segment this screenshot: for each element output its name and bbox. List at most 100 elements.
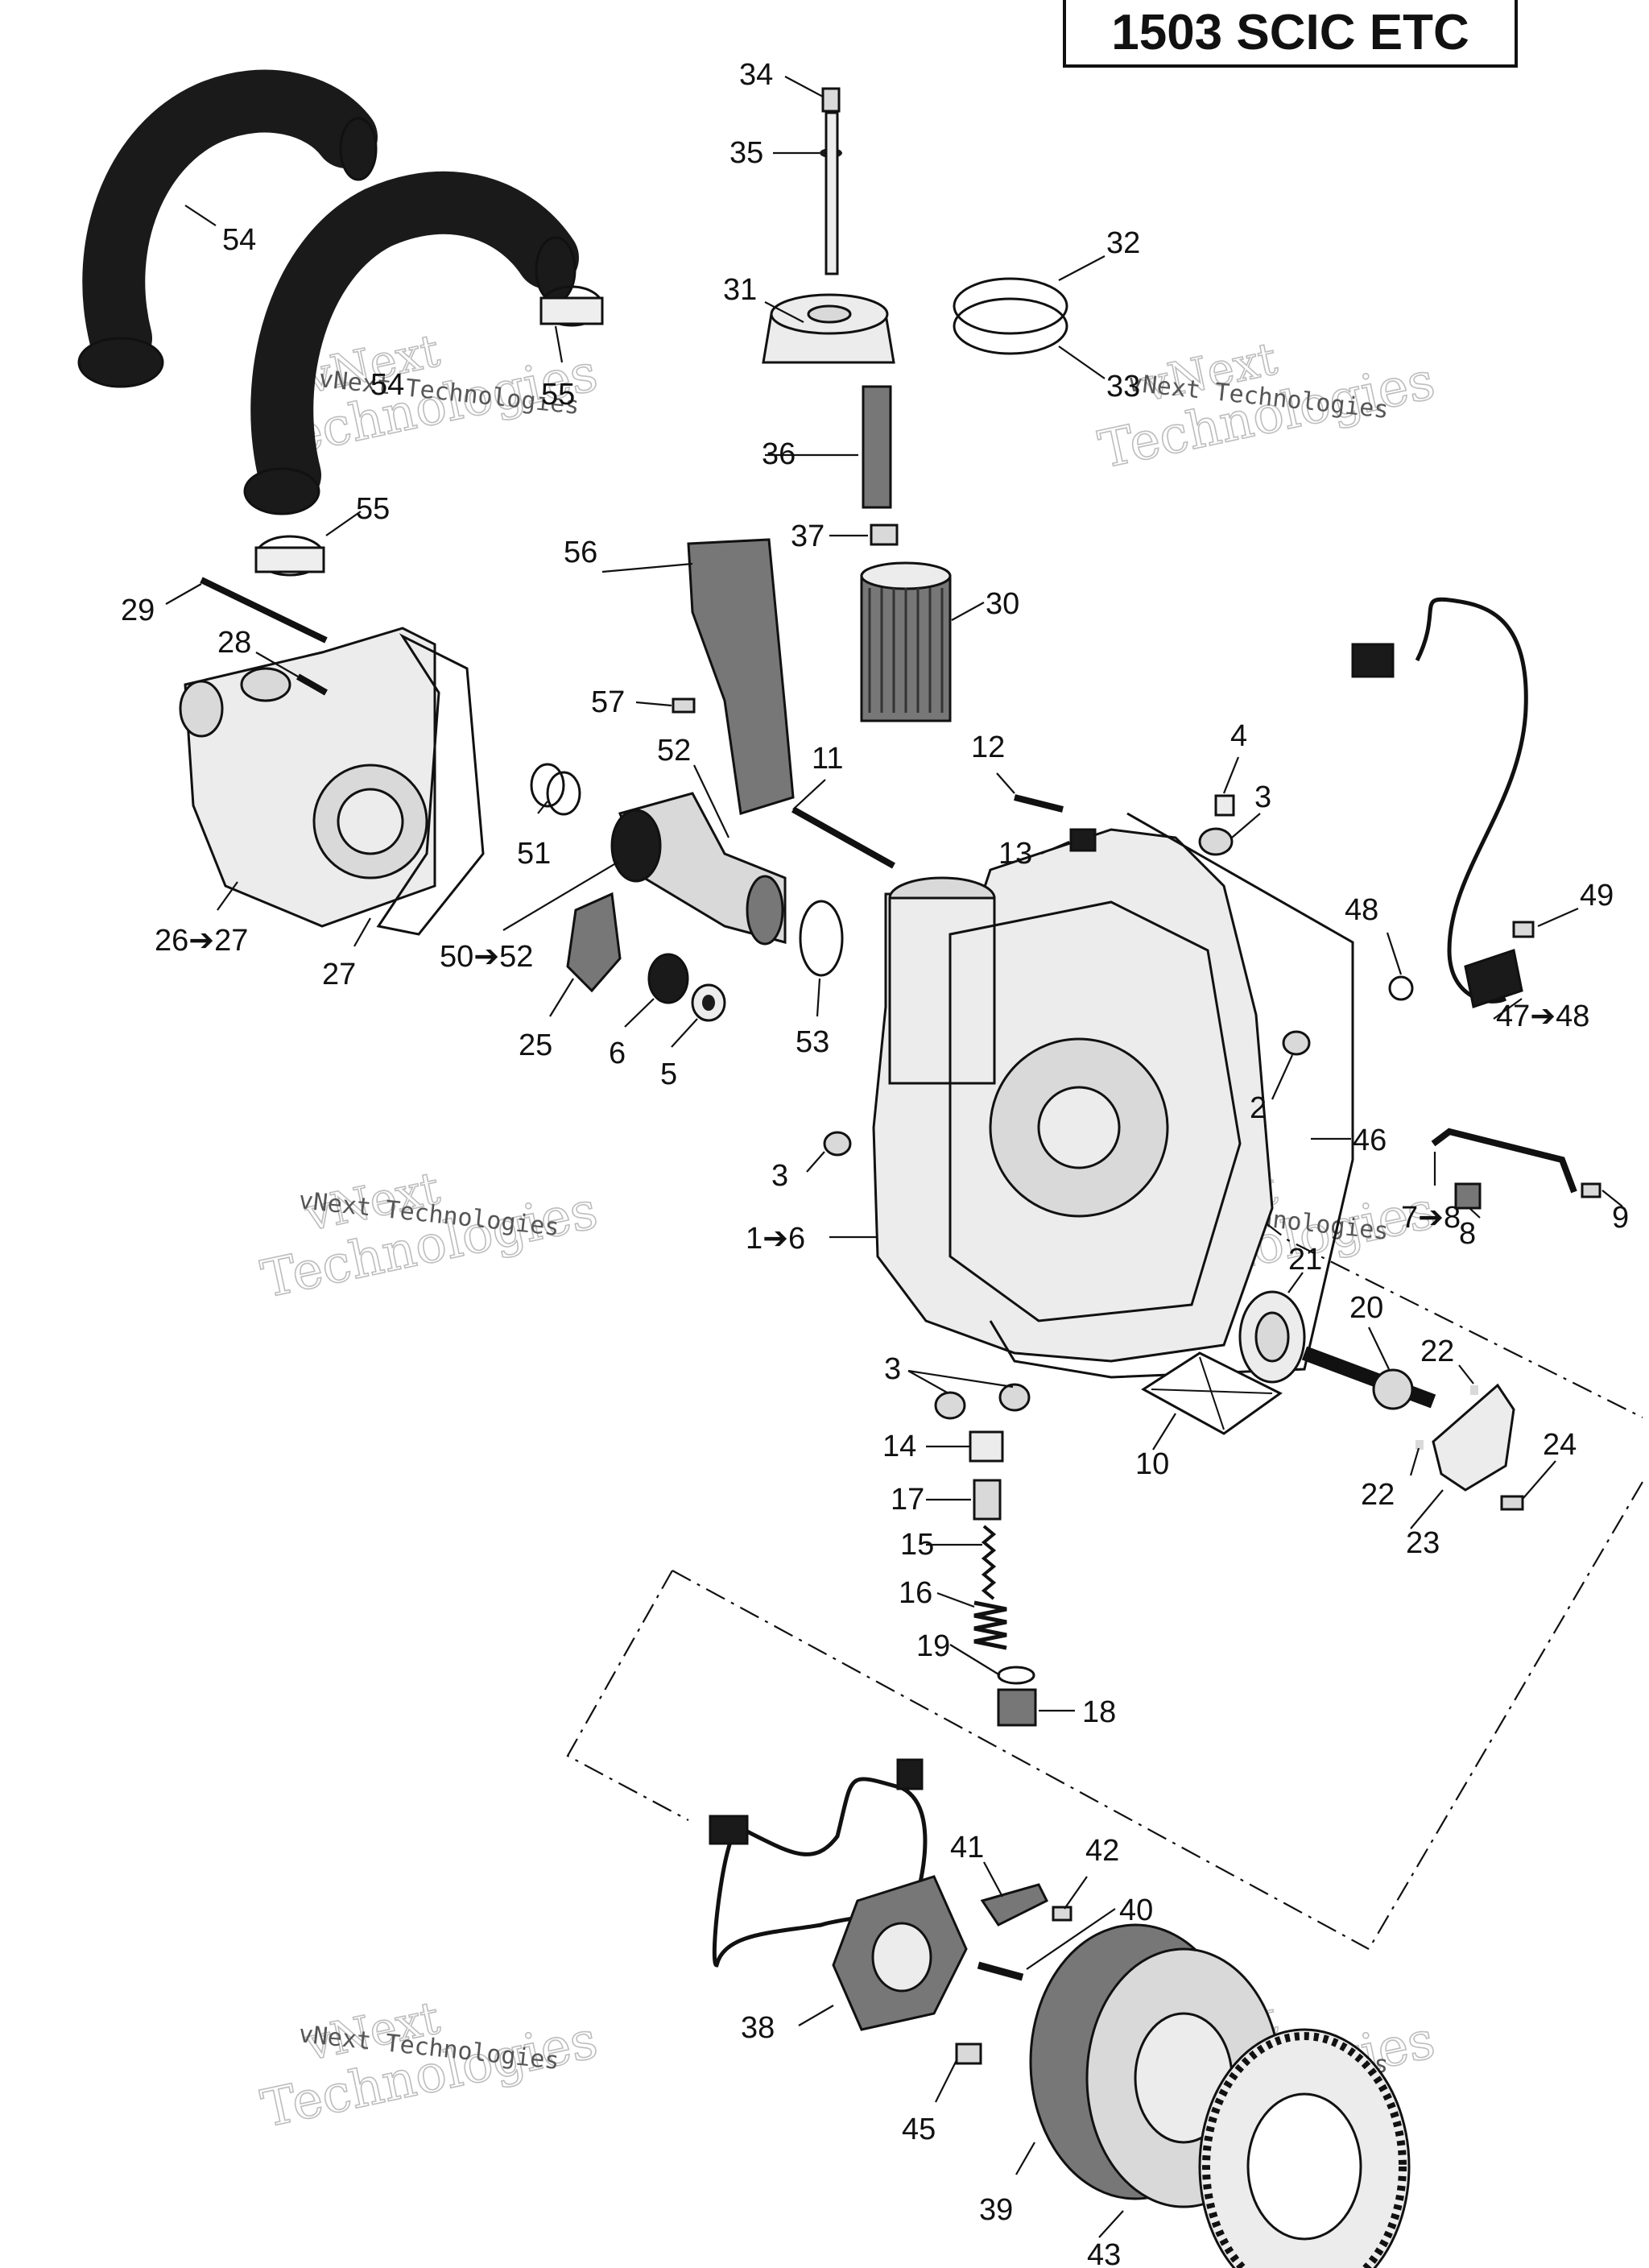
callout-19: 19	[916, 1629, 950, 1663]
callout-35: 35	[729, 136, 763, 170]
plug-18	[997, 1688, 1037, 1727]
callout-40: 40	[1119, 1893, 1153, 1927]
callout-54-left: 54	[222, 223, 256, 257]
pins-22	[1415, 1385, 1478, 1450]
assembly-dash-lines	[566, 1034, 1643, 1950]
callout-41: 41	[950, 1831, 984, 1864]
callout-48: 48	[1345, 893, 1378, 927]
gasket-46	[989, 812, 1354, 1379]
callout-18: 18	[1082, 1695, 1116, 1729]
diagram-title: 1503 SCIC ETC	[1063, 0, 1518, 68]
plug-4	[1214, 794, 1235, 817]
callout-14: 14	[882, 1430, 916, 1463]
sensor-47	[1351, 597, 1528, 1008]
shaft-rod	[824, 111, 839, 275]
callout-21: 21	[1288, 1243, 1322, 1277]
callout-49: 49	[1580, 879, 1614, 913]
callout-23: 23	[1406, 1526, 1440, 1560]
callout-4: 4	[1230, 719, 1247, 753]
screw-28	[296, 673, 328, 696]
callout-54-right: 54	[370, 368, 404, 402]
callout-30: 30	[986, 587, 1019, 621]
pump-housing-26	[179, 627, 436, 928]
valve-14	[969, 1430, 1004, 1463]
callout-1-6: 1➔6	[746, 1222, 805, 1256]
bracket-41	[980, 1883, 1049, 1927]
callout-8: 8	[1459, 1217, 1476, 1251]
callout-3-left: 3	[771, 1159, 788, 1193]
callout-51: 51	[517, 837, 551, 871]
callout-27: 27	[322, 958, 356, 991]
bolt-12	[1014, 794, 1064, 813]
oil-line-7	[1431, 1128, 1577, 1194]
clamp-55-lower	[254, 535, 325, 577]
filter-cover-31	[762, 293, 895, 364]
callout-9: 9	[1612, 1201, 1629, 1235]
callout-55-lower: 55	[356, 492, 390, 526]
callout-20: 20	[1349, 1291, 1383, 1325]
callout-38: 38	[741, 2011, 775, 2045]
callout-28: 28	[217, 626, 251, 660]
callout-53: 53	[796, 1025, 829, 1059]
callout-10: 10	[1135, 1447, 1169, 1481]
callout-32: 32	[1106, 226, 1140, 260]
callout-43: 43	[1087, 2238, 1121, 2268]
cap-37	[870, 524, 899, 546]
callout-39: 39	[979, 2193, 1013, 2227]
ring-gear-43	[1198, 2028, 1411, 2268]
plunger-17	[973, 1479, 1002, 1521]
bolt-29	[200, 577, 328, 644]
screw-24	[1500, 1495, 1524, 1511]
callout-25: 25	[519, 1028, 552, 1062]
o-ring-19	[997, 1666, 1035, 1685]
clamp-55-upper	[539, 285, 604, 327]
callout-34: 34	[739, 58, 773, 92]
callout-42: 42	[1085, 1834, 1119, 1868]
bearing-5	[691, 983, 726, 1022]
callout-45: 45	[902, 2113, 936, 2146]
stator-38	[832, 1875, 968, 2031]
o-ring-48	[1388, 975, 1414, 1001]
spring-16	[973, 1600, 1007, 1650]
screen-10	[1141, 1351, 1283, 1435]
screw-57	[672, 697, 696, 714]
clamp-53	[799, 900, 844, 977]
callout-52: 52	[657, 734, 691, 768]
banjo-bolt-8	[1454, 1182, 1482, 1210]
leader-lines	[165, 76, 1623, 2238]
callout-46: 46	[1353, 1124, 1387, 1157]
screw-45	[955, 2042, 982, 2065]
bolt-11	[791, 806, 895, 869]
callout-22-upper: 22	[1420, 1335, 1454, 1368]
callout-33: 33	[1106, 370, 1140, 404]
callout-2: 2	[1250, 1091, 1267, 1125]
callout-13: 13	[998, 837, 1032, 871]
callout-15: 15	[900, 1528, 934, 1562]
plug-2	[1282, 1030, 1311, 1056]
screw-49	[1512, 921, 1535, 938]
callout-24: 24	[1543, 1428, 1577, 1462]
magneto-housing-1	[872, 828, 1274, 1363]
plug-3-left	[823, 1131, 852, 1157]
plug-3-top	[1198, 827, 1234, 856]
rotor-21	[1238, 1290, 1306, 1384]
callout-17: 17	[891, 1483, 924, 1517]
callout-36: 36	[762, 437, 796, 471]
callout-3-bottom: 3	[884, 1352, 901, 1386]
shaft-20	[1301, 1346, 1436, 1410]
o-rings-51	[530, 763, 581, 816]
callout-56: 56	[564, 536, 597, 569]
callout-57: 57	[591, 685, 625, 719]
gasket-27	[376, 633, 485, 936]
callout-7-8: 7➔8	[1401, 1201, 1461, 1235]
o-rings-32-33	[953, 277, 1068, 355]
callout-12: 12	[971, 730, 1005, 764]
hose-54-left	[77, 69, 378, 388]
callout-29: 29	[121, 594, 155, 627]
callout-55-upper: 55	[541, 378, 575, 412]
bolt-40	[977, 1961, 1024, 1981]
pump-cover-23	[1432, 1383, 1515, 1492]
bolt-34	[821, 87, 841, 113]
callout-11: 11	[812, 742, 843, 776]
